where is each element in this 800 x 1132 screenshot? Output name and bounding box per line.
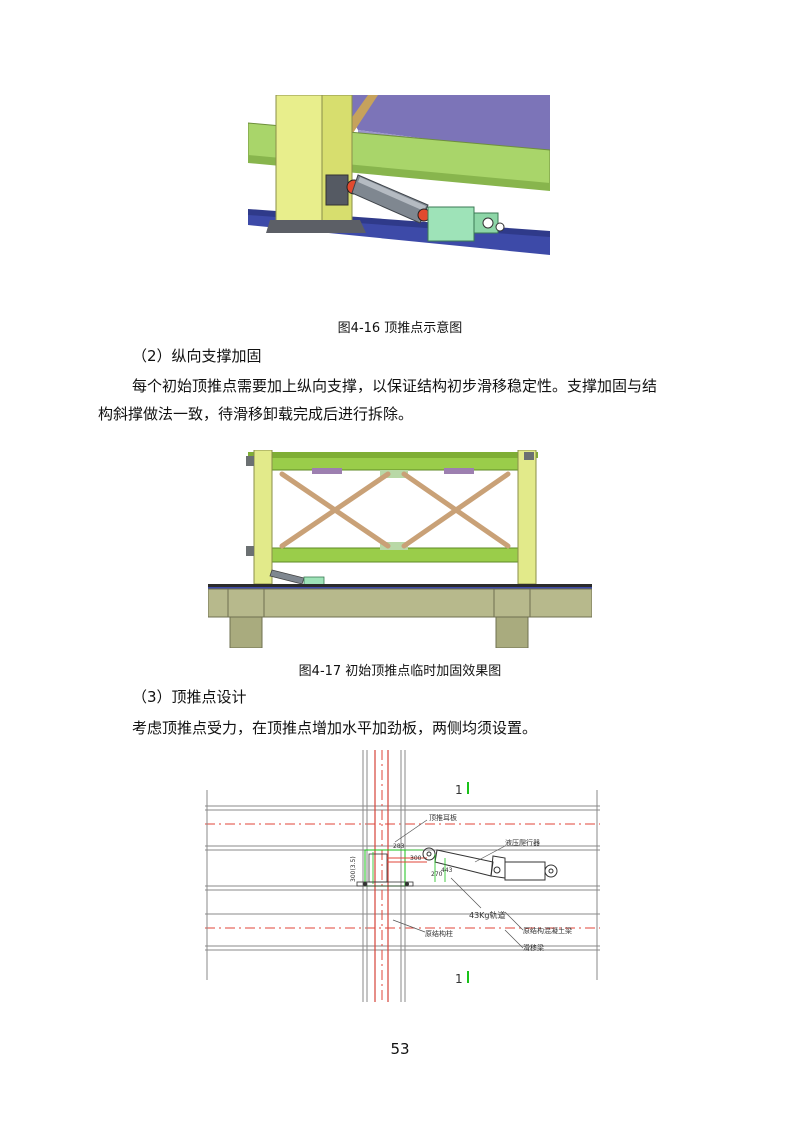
label-slide-beam: 滑移梁 (523, 943, 544, 952)
section-mark-top: 1 (455, 783, 463, 797)
section-2-paragraph-line-1: 每个初始顶推点需要加上纵向支撑，以保证结构初步滑移稳定性。支撑加固与结 (132, 377, 658, 395)
jacking-point-3d-illustration (247, 94, 551, 255)
label-original-column: 原结构柱 (425, 929, 453, 938)
cad-drawing-svg: 1 1 顶推耳板 液压爬行器 43Kg轨道 原结构柱 原结构混凝土梁 滑移梁 2… (205, 750, 600, 1002)
section-2-paragraph-line-2: 构斜撑做法一致，待滑移卸载完成后进行拆除。 (98, 405, 414, 423)
figure-4-17-caption: 图4-17 初始顶推点临时加固效果图 (298, 664, 502, 679)
section-3-paragraph: 考虑顶推点受力，在顶推点增加水平加劲板，两侧均须设置。 (132, 719, 538, 737)
label-original-beam: 原结构混凝土梁 (523, 926, 572, 935)
section-2-heading: （2）纵向支撑加固 (132, 347, 262, 365)
longitudinal-bracing-3d-illustration (207, 449, 593, 649)
jacking-point-cad-drawing: 1 1 顶推耳板 液压爬行器 43Kg轨道 原结构柱 原结构混凝土梁 滑移梁 2… (205, 750, 600, 1002)
label-hydraulic-jack: 液压爬行器 (505, 838, 540, 847)
dimension-443: 443 (441, 867, 453, 874)
section-3-heading: （3）顶推点设计 (132, 688, 247, 706)
section-mark-bottom: 1 (455, 972, 463, 986)
dimension-300: 300 (410, 855, 422, 862)
label-rail: 43Kg轨道 (469, 910, 506, 920)
dimension-300b: 300(3.5) (350, 856, 357, 882)
figure-4-16 (247, 94, 551, 255)
label-ear-plate: 顶推耳板 (429, 813, 457, 822)
figure-4-16-caption: 图4-16 顶推点示意图 (337, 321, 463, 336)
dimension-270: 270 (431, 871, 443, 878)
page-number: 53 (390, 1040, 410, 1058)
figure-4-17 (207, 449, 593, 649)
dimension-283: 283 (393, 843, 405, 850)
